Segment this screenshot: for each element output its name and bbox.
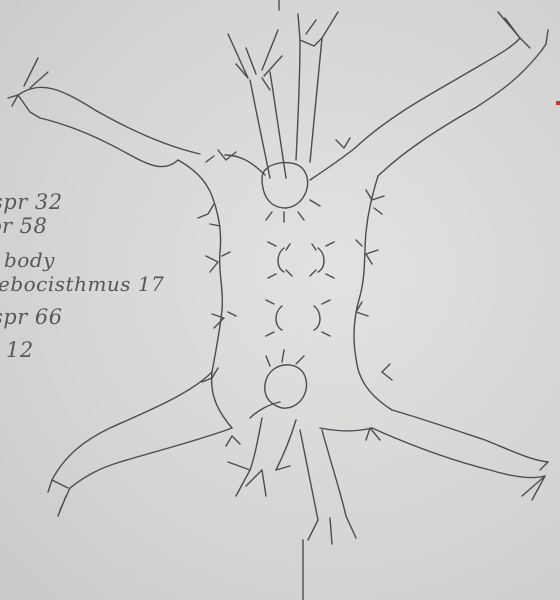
tip-lower-right [522, 462, 548, 500]
note-ebocisthmus-17: ebocisthmus 17 [0, 272, 164, 296]
note-12: 12 [6, 338, 34, 362]
red-mark [556, 101, 560, 105]
upper-tentacle-right [296, 38, 322, 162]
lower-tentacle-right [300, 430, 346, 520]
lower-tentacle-left [250, 418, 296, 470]
arm-upper-left [18, 87, 200, 166]
note-pr-58: pr 58 [0, 214, 47, 238]
note-spr-32: spr 32 [0, 190, 63, 214]
tentacle-star-upper-left [228, 30, 282, 90]
note-spr-66: spr 66 [0, 305, 63, 329]
lower-disc-spines [266, 350, 304, 366]
arm-lower-right [372, 410, 548, 478]
note-body: body [4, 248, 55, 272]
tentacle-star-lower-left [228, 462, 290, 496]
middle-spines [266, 242, 334, 336]
tip-upper-right [498, 12, 548, 50]
margin-spines [198, 138, 392, 446]
body-outline [178, 148, 392, 431]
lower-disc [265, 365, 307, 408]
arm-lower-left [52, 372, 232, 488]
tentacle-tip-lower-right [308, 516, 356, 544]
arm-upper-right [355, 38, 542, 176]
tentacle-tip-upper-right [298, 12, 338, 46]
tip-lower-left [48, 480, 70, 516]
